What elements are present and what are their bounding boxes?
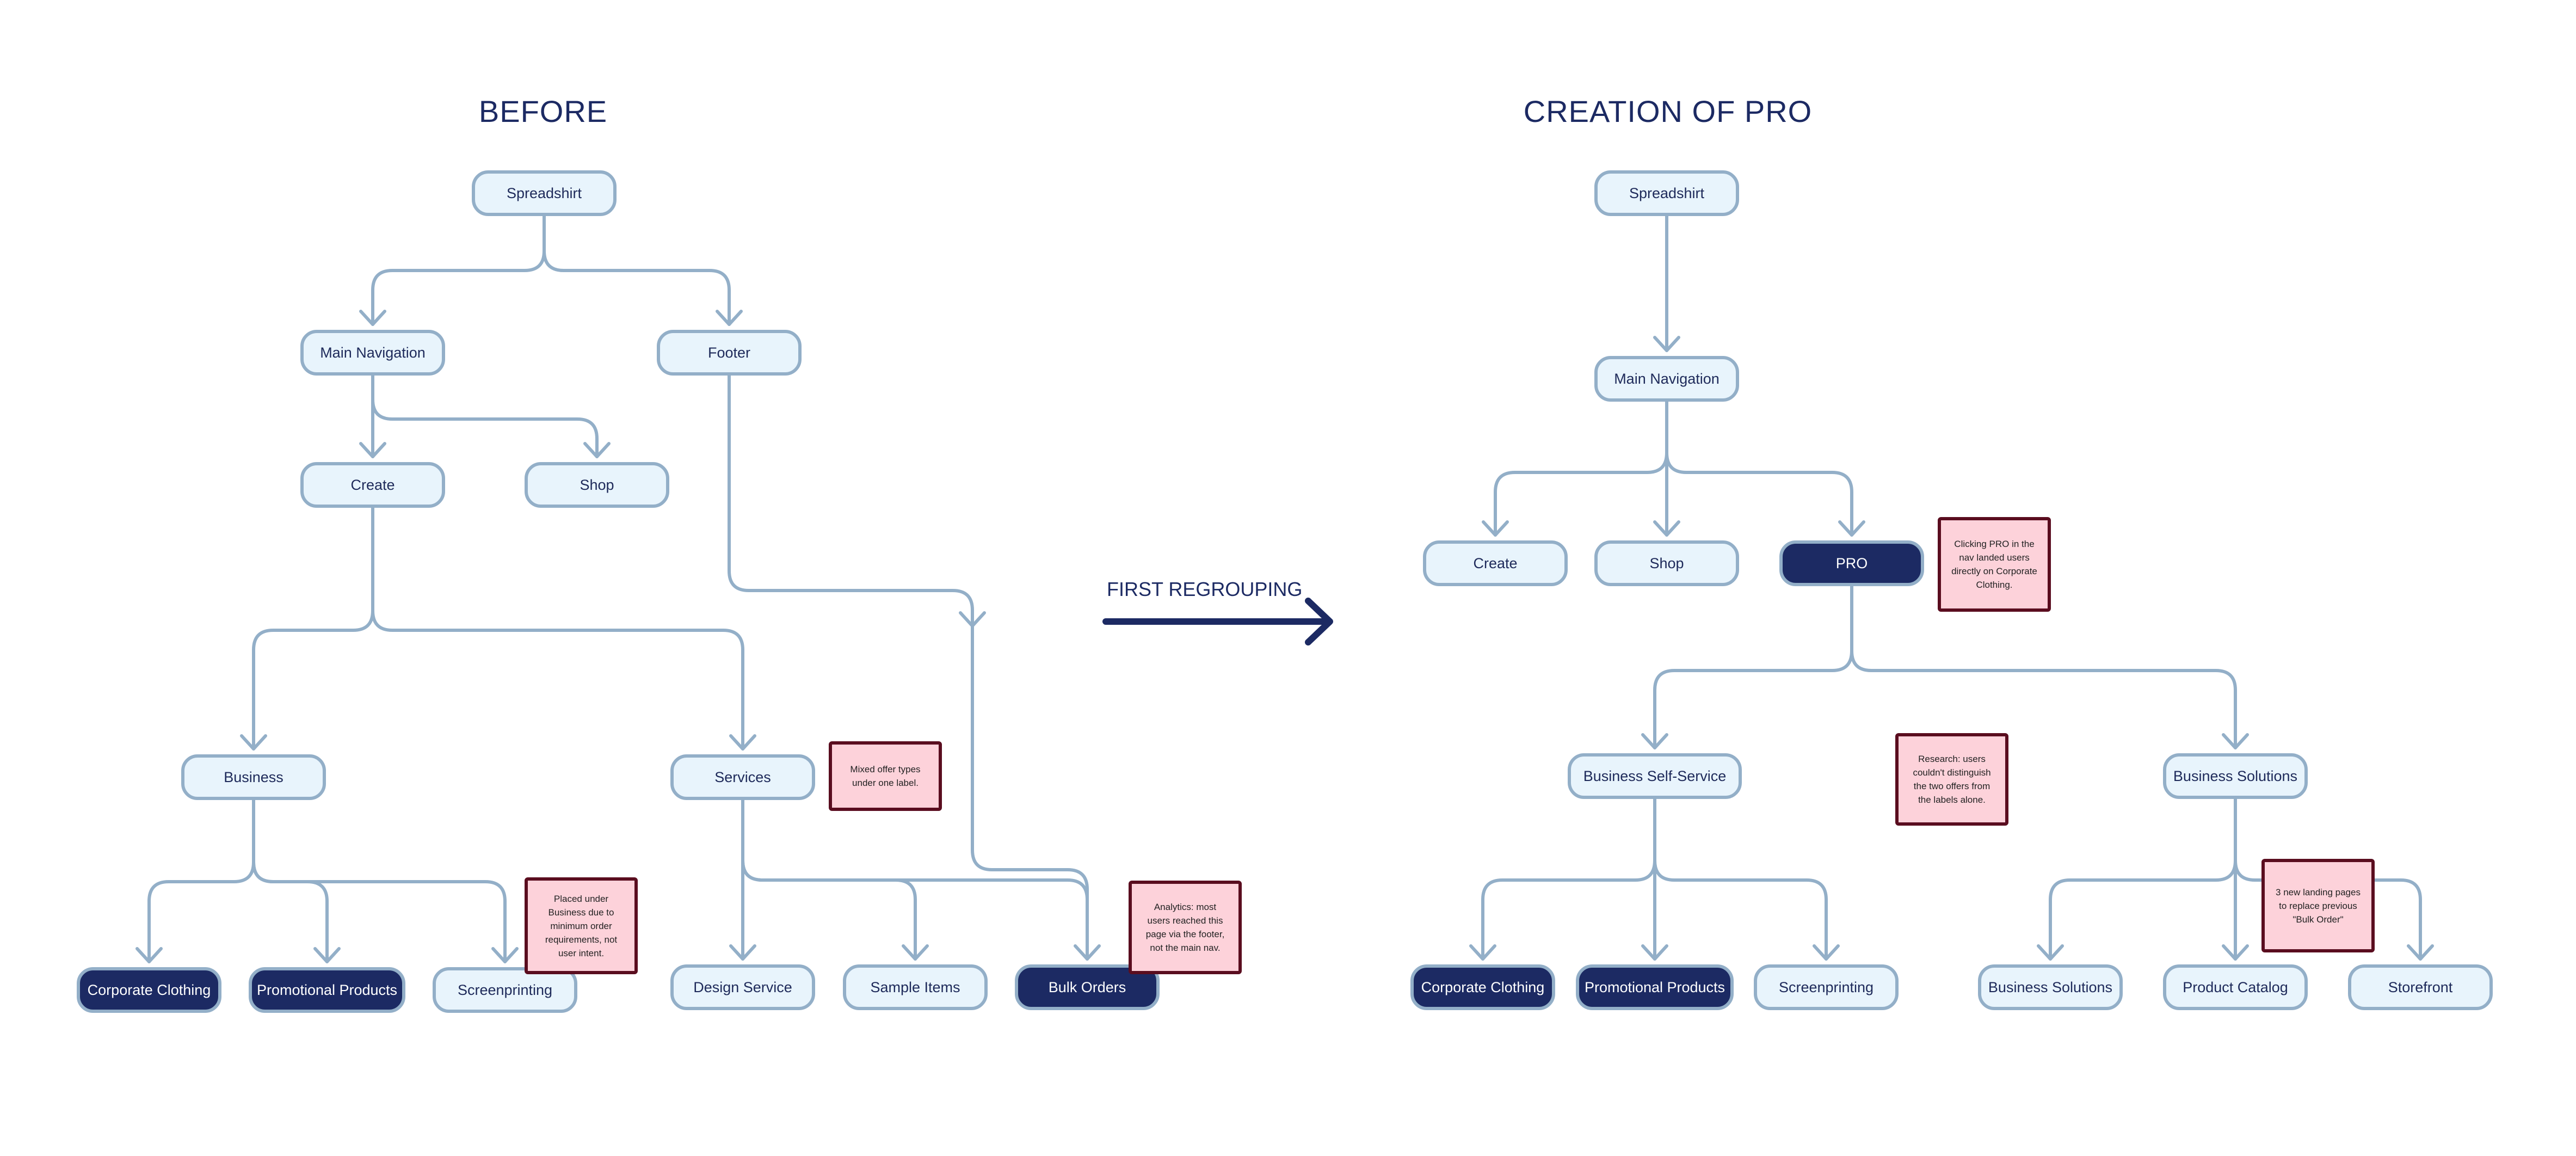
connector-before-services-design-arrowhead <box>729 944 756 961</box>
node-after-business-solutions: Business Solutions <box>2163 753 2308 799</box>
connector-after-main-nav-pro-arrowhead <box>1838 520 1865 537</box>
node-before-sample-items: Sample Items <box>843 964 988 1010</box>
connector-after-main-nav-create <box>1494 400 1668 537</box>
connector-after-self-service-screenprinting <box>1653 797 1828 961</box>
connector-before-business-promotional-arrowhead <box>313 947 341 963</box>
node-before-screenprinting: Screenprinting <box>433 967 577 1013</box>
node-after-pro: PRO <box>1779 540 1924 586</box>
node-after-screenprinting: Screenprinting <box>1754 964 1899 1010</box>
node-after-product-catalog: Product Catalog <box>2163 964 2308 1010</box>
connector-before-services-sample-arrowhead <box>902 944 929 961</box>
connector-before-spreadshirt-main-nav-arrowhead <box>359 310 386 326</box>
connector-before-footer-bulk-a <box>728 374 974 628</box>
node-before-footer: Footer <box>657 330 802 376</box>
note-before-bulk-orders: Analytics: most users reached this page … <box>1129 881 1242 974</box>
connector-before-spreadshirt-main-nav <box>371 214 546 326</box>
node-before-create: Create <box>300 462 445 508</box>
note-before-business: Placed under Business due to minimum ord… <box>525 877 638 974</box>
node-after-corporate-clothing: Corporate Clothing <box>1410 964 1555 1010</box>
node-before-spreadshirt: Spreadshirt <box>472 170 617 216</box>
note-after-landing-pages: 3 new landing pages to replace previous … <box>2261 859 2375 952</box>
connector-before-main-nav-shop-arrowhead <box>583 442 611 458</box>
connector-after-self-service-corporate <box>1481 797 1656 961</box>
connector-after-solutions-storefront-arrowhead <box>2407 944 2434 961</box>
connector-before-create-services <box>371 506 744 751</box>
connector-after-pro-solutions-arrowhead <box>2222 733 2249 749</box>
node-before-main-navigation: Main Navigation <box>300 330 445 376</box>
node-after-business-solutions-leaf: Business Solutions <box>1978 964 2123 1010</box>
connector-after-pro-solutions <box>1850 585 2237 749</box>
node-after-shop: Shop <box>1594 540 1739 586</box>
connector-after-self-service-promotional-arrowhead <box>1641 944 1668 961</box>
connector-before-business-corporate <box>147 798 255 963</box>
node-before-corporate-clothing: Corporate Clothing <box>77 967 221 1013</box>
connector-before-business-corporate-arrowhead <box>135 947 163 963</box>
note-after-research: Research: users couldn't distinguish the… <box>1895 733 2008 826</box>
connector-before-business-screenprinting <box>252 798 507 963</box>
node-before-shop: Shop <box>525 462 669 508</box>
connector-after-self-service-screenprinting-arrowhead <box>1813 944 1840 961</box>
note-after-pro: Clicking PRO in the nav landed users dir… <box>1938 517 2051 612</box>
note-before-services: Mixed offer types under one label. <box>829 741 942 811</box>
connector-before-main-nav-shop <box>371 374 599 458</box>
connector-before-spreadshirt-footer <box>543 214 731 326</box>
node-after-main-navigation: Main Navigation <box>1594 356 1739 402</box>
connector-before-footer-bulk-b <box>971 624 1089 961</box>
after-title: CREATION OF PRO <box>1523 94 1813 128</box>
node-after-spreadshirt: Spreadshirt <box>1594 170 1739 216</box>
connector-before-main-nav-create-arrowhead <box>359 442 386 458</box>
connector-after-solutions-leaf-arrowhead <box>2037 944 2064 961</box>
connector-after-solutions-catalog-arrowhead <box>2222 944 2249 961</box>
node-after-promotional-products: Promotional Products <box>1576 964 1734 1010</box>
connector-after-main-nav-pro <box>1665 400 1853 537</box>
connector-after-main-nav-shop-arrowhead <box>1653 520 1680 537</box>
connector-before-create-services-arrowhead <box>729 734 756 751</box>
before-title: BEFORE <box>478 94 608 128</box>
connector-before-create-business <box>252 506 374 751</box>
connector-after-solutions-leaf <box>2049 797 2237 961</box>
node-after-create: Create <box>1423 540 1568 586</box>
connector-before-spreadshirt-footer-arrowhead <box>716 310 743 326</box>
node-after-storefront: Storefront <box>2348 964 2493 1010</box>
node-before-design-service: Design Service <box>670 964 815 1010</box>
connector-before-business-screenprinting-arrowhead <box>491 947 519 963</box>
connector-before-create-business-arrowhead <box>240 734 267 751</box>
connector-after-spreadshirt-main-nav-arrowhead <box>1653 336 1680 352</box>
transition-label: FIRST REGROUPING <box>1107 578 1303 600</box>
connector-after-pro-self-service <box>1653 585 1853 749</box>
node-before-business: Business <box>181 754 326 800</box>
node-before-promotional-products: Promotional Products <box>249 967 405 1013</box>
connector-after-pro-self-service-arrowhead <box>1641 733 1668 749</box>
node-before-services: Services <box>670 754 815 800</box>
connector-after-main-nav-create-arrowhead <box>1482 520 1509 537</box>
connector-after-self-service-corporate-arrowhead <box>1469 944 1496 961</box>
node-after-business-self-service: Business Self-Service <box>1568 753 1742 799</box>
node-before-bulk-orders: Bulk Orders <box>1015 964 1160 1010</box>
